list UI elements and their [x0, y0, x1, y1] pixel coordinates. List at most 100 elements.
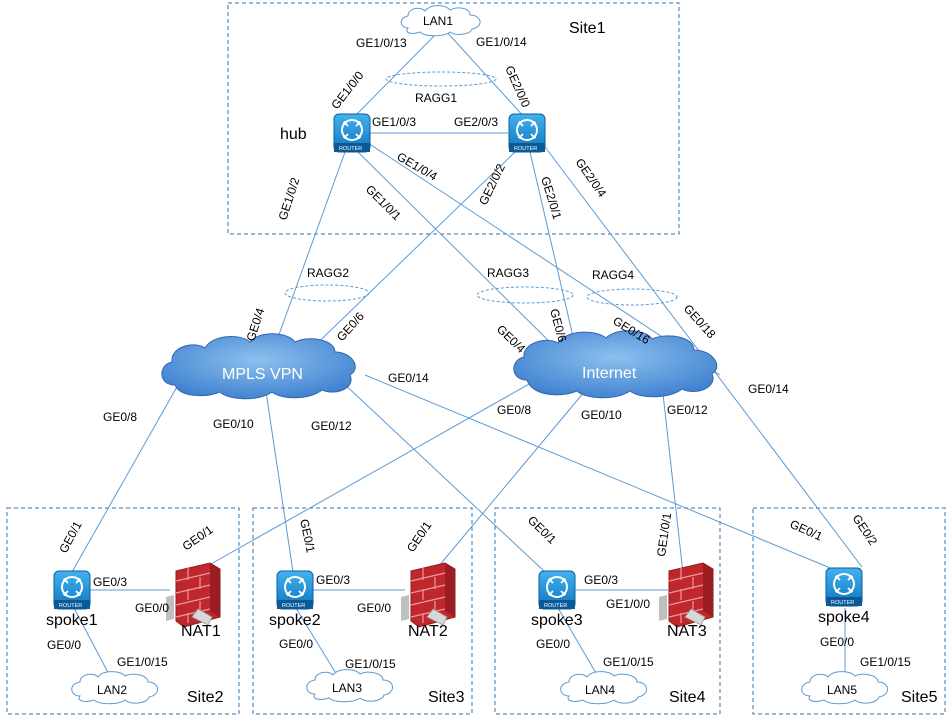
- link-internet-nat1: [194, 374, 546, 574]
- port-label: GE1/0/13: [356, 36, 407, 50]
- port-label: GE1/0/15: [345, 657, 396, 671]
- port-label: GE0/3: [93, 575, 127, 589]
- ragg1-label: RAGG1: [415, 91, 457, 105]
- spoke3-router[interactable]: ROUTER: [538, 570, 576, 610]
- site1-label: Site1: [569, 20, 606, 37]
- ragg2-label: RAGG2: [307, 266, 349, 280]
- port-label: GE2/0/1: [538, 175, 564, 222]
- port-label: GE2/0/3: [454, 115, 498, 129]
- link-huba-internet-ge101: [357, 151, 574, 366]
- hub-router-b[interactable]: ROUTER: [508, 113, 546, 153]
- port-label: GE0/6: [547, 307, 569, 344]
- port-label: GE1/0/3: [372, 115, 416, 129]
- link-mpls-spoke4: [364, 374, 841, 573]
- hub-label: hub: [280, 126, 307, 143]
- port-label: GE0/0: [47, 638, 81, 652]
- nat2-firewall-icon[interactable]: [400, 562, 456, 628]
- site5-label: Site5: [901, 689, 938, 706]
- port-label: GE1/0/15: [860, 655, 911, 669]
- link-lan1-hubb: [444, 29, 526, 119]
- nat1-firewall-icon[interactable]: [165, 562, 221, 628]
- port-label: GE0/0: [135, 601, 169, 615]
- port-label: GE0/0: [357, 601, 391, 615]
- port-label: GE1/0/14: [476, 35, 527, 49]
- lan3-label: LAN3: [332, 681, 362, 695]
- router-badge: ROUTER: [339, 146, 362, 152]
- site4-label: Site4: [669, 689, 706, 706]
- spoke2-router[interactable]: ROUTER: [276, 570, 314, 610]
- port-label: GE0/2: [850, 512, 881, 548]
- port-label: GE1/0/1: [363, 182, 404, 223]
- port-label: GE0/10: [213, 417, 254, 431]
- port-label: GE1/0/2: [276, 175, 303, 222]
- port-label: GE0/4: [494, 322, 528, 356]
- site5-box: [752, 507, 946, 715]
- nat3-label: NAT3: [667, 623, 707, 640]
- port-label: GE1/0/1: [654, 512, 674, 558]
- spoke1-router[interactable]: ROUTER: [53, 570, 91, 610]
- port-label: GE0/10: [581, 408, 622, 422]
- link-spoke2-lan3: [295, 607, 341, 681]
- rotated-port-labels: GE1/0/0 GE2/0/0 GE1/0/4 GE1/0/2 GE1/0/1 …: [56, 64, 880, 558]
- router-badge: ROUTER: [282, 603, 305, 609]
- port-label: GE0/1: [180, 522, 216, 553]
- ragg1: RAGG1: [385, 71, 497, 105]
- port-label: GE0/8: [497, 403, 531, 417]
- port-label: GE0/3: [584, 573, 618, 587]
- spoke3-label: spoke3: [531, 612, 583, 629]
- lan5-label: LAN5: [827, 683, 857, 697]
- lan5-cloud: LAN5: [801, 671, 888, 705]
- port-label: GE2/0/4: [573, 156, 610, 200]
- link-hubb-mpls: [299, 151, 516, 361]
- port-label: GE0/0: [820, 635, 854, 649]
- mpls-vpn-label: MPLS VPN: [222, 366, 303, 383]
- port-label: GE1/0/4: [395, 149, 440, 183]
- spoke4-router[interactable]: ROUTER: [825, 567, 863, 607]
- lan2-cloud: LAN2: [71, 671, 158, 705]
- ragg4-label: RAGG4: [592, 268, 634, 282]
- link-hubb-internet: [529, 151, 579, 359]
- port-label: GE0/12: [667, 403, 708, 417]
- internet-label: Internet: [582, 365, 637, 382]
- router-badge: ROUTER: [544, 603, 567, 609]
- link-lan1-huba: [352, 29, 441, 119]
- link-internet-nat2: [432, 384, 591, 574]
- port-label: GE0/1: [525, 513, 559, 547]
- ragg3: RAGG3: [476, 266, 574, 304]
- ragg2: RAGG2: [284, 266, 370, 302]
- link-internet-nat3: [661, 384, 684, 574]
- site2-box: [6, 507, 240, 715]
- lan1-label: LAN1: [423, 14, 453, 28]
- port-label: GE0/18: [681, 302, 719, 342]
- nat1-label: NAT1: [181, 623, 221, 640]
- port-label: GE0/1: [56, 519, 84, 556]
- link-huba-mpls: [267, 151, 346, 366]
- ragg3-label: RAGG3: [487, 266, 529, 280]
- hub-router-a[interactable]: ROUTER: [333, 113, 371, 153]
- port-label: GE0/1: [297, 518, 318, 555]
- lan2-label: LAN2: [97, 683, 127, 697]
- router-badge: ROUTER: [831, 600, 854, 606]
- lan3-cloud: LAN3: [306, 669, 393, 703]
- link-spoke3-lan4: [557, 607, 601, 681]
- nat3-firewall-icon[interactable]: [658, 562, 714, 628]
- site1-box: [227, 2, 680, 235]
- spoke2-label: spoke2: [269, 612, 321, 629]
- site4-box: [494, 507, 721, 715]
- port-label: GE1/0/0: [328, 68, 366, 112]
- spoke4-label: spoke4: [818, 609, 870, 626]
- port-label: GE1/0/15: [603, 655, 654, 669]
- port-label: GE0/14: [748, 382, 789, 396]
- port-label: GE0/3: [316, 573, 350, 587]
- port-label: GE0/6: [334, 309, 367, 344]
- site3-label: Site3: [428, 689, 465, 706]
- link-mpls-spoke1: [71, 384, 179, 573]
- port-label: GE1/0/0: [606, 597, 650, 611]
- internet-cloud: Internet: [513, 330, 718, 399]
- lan4-label: LAN4: [585, 683, 615, 697]
- port-labels: GE1/0/13 GE1/0/14 GE1/0/3 GE2/0/3 GE0/14…: [47, 35, 911, 671]
- link-mpls-spoke2: [264, 384, 294, 573]
- spoke1-label: spoke1: [46, 612, 98, 629]
- site3-box: [252, 507, 473, 715]
